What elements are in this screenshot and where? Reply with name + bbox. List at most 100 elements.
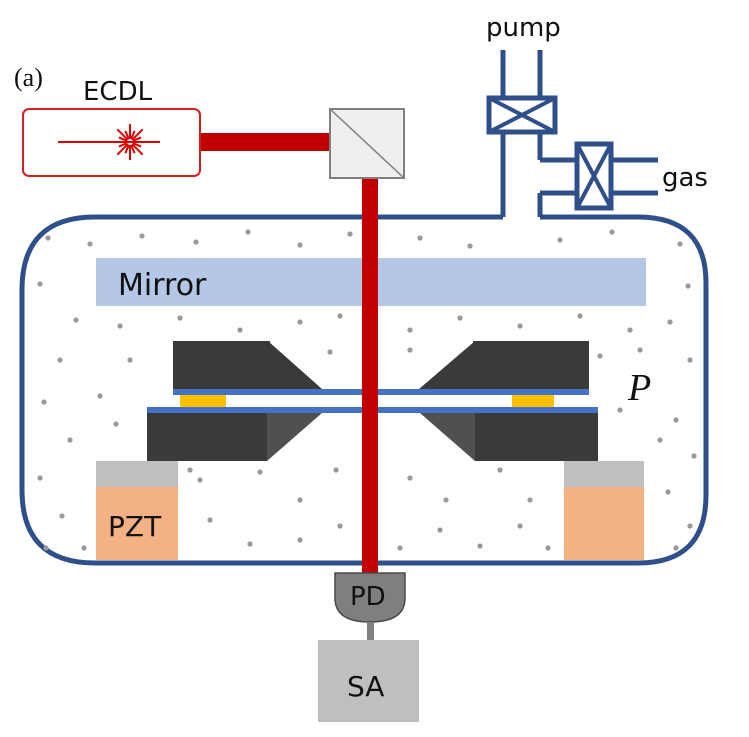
gas-particle <box>337 523 343 529</box>
gas-particle <box>667 319 673 325</box>
laser-burst-ray <box>118 142 128 148</box>
gas-particle <box>407 347 413 353</box>
gas-particle <box>43 545 49 551</box>
gas-particle <box>45 235 51 241</box>
gas-particle <box>257 469 263 475</box>
gas-particle <box>577 313 583 319</box>
laser-burst-ray <box>132 136 142 142</box>
lower-right-clamp-taper <box>420 413 475 461</box>
pump-label: pump <box>486 13 561 43</box>
gas-particle <box>297 242 303 248</box>
gas-particle <box>297 497 303 503</box>
mirror-label: Mirror <box>118 268 207 303</box>
gas-particle <box>517 523 523 529</box>
laser-burst-ray <box>116 143 129 156</box>
pressure-label: P <box>627 367 651 409</box>
gas-particle <box>673 545 679 551</box>
gas-particle <box>665 489 671 495</box>
gas-particle <box>59 513 65 519</box>
laser-burst-ray <box>132 142 142 148</box>
spectrum-analyzer <box>318 640 419 722</box>
gas-particle <box>437 527 443 533</box>
lower-left-clamp-taper <box>267 413 322 461</box>
gas-particle <box>97 393 103 399</box>
laser-burst-ray <box>131 143 144 156</box>
vacuum-chamber <box>19 214 709 566</box>
gas-valve-icon[interactable] <box>574 141 614 211</box>
gas-label: gas <box>662 163 708 193</box>
gas-particle <box>139 233 145 239</box>
pd-label: PD <box>350 582 386 612</box>
gas-particle <box>545 545 551 551</box>
gas-particle <box>327 349 333 355</box>
gas-particle <box>207 517 213 523</box>
ecdl-label: ECDL <box>83 77 153 107</box>
laser-beam-vertical <box>362 178 378 573</box>
gas-particle <box>497 467 503 473</box>
membrane-clamp <box>147 341 598 461</box>
pzt-right-body <box>564 487 644 560</box>
gas-particle <box>81 545 87 551</box>
gas-particle <box>127 357 133 363</box>
spacer-right <box>512 395 554 407</box>
beam-splitter <box>329 108 405 179</box>
pzt-right-cap <box>564 461 644 487</box>
pzt-left-cap <box>96 461 178 487</box>
lower-left-clamp <box>147 413 267 461</box>
gas-particle <box>247 541 253 547</box>
gas-particle <box>617 407 623 413</box>
pzt-label: PZT <box>108 510 162 543</box>
gas-particle <box>397 545 403 551</box>
laser-burst-icon <box>58 124 160 160</box>
laser-burst-ray <box>124 130 130 140</box>
spacer-left <box>180 395 226 407</box>
gas-particle <box>443 497 449 503</box>
laser-burst-ray <box>131 128 144 141</box>
gas-particle <box>457 315 463 321</box>
gas-particle <box>87 241 93 247</box>
laser-beam-horizontal <box>200 133 330 151</box>
gas-particle <box>557 237 563 243</box>
gas-particle <box>691 453 697 459</box>
gas-particle <box>407 475 413 481</box>
gas-particle <box>177 315 183 321</box>
photodetector <box>334 572 406 640</box>
gas-particle <box>407 327 413 333</box>
gas-particle <box>73 317 79 323</box>
gas-particle <box>297 319 303 325</box>
pump-valve-icon[interactable] <box>486 95 558 135</box>
lower-right-clamp <box>475 413 598 461</box>
gas-particle <box>627 327 633 333</box>
gas-particles <box>37 229 697 551</box>
gas-particle <box>237 327 243 333</box>
gas-particle <box>673 417 679 423</box>
pzt-left <box>96 461 178 560</box>
gas-particle <box>609 229 615 235</box>
gas-particle <box>597 353 603 359</box>
gas-particle <box>637 347 643 353</box>
pzt-right <box>564 461 644 560</box>
gas-particle <box>677 241 683 247</box>
gas-particle <box>687 523 693 529</box>
upper-right-clamp <box>473 341 589 389</box>
gas-particle <box>685 283 691 289</box>
panel-label: (a) <box>14 63 43 92</box>
gas-particle <box>67 437 73 443</box>
upper-right-clamp-taper <box>419 341 475 389</box>
gas-particle <box>57 357 63 363</box>
gas-particle <box>187 467 193 473</box>
gas-particle <box>687 357 693 363</box>
gas-particle <box>467 243 473 249</box>
gas-particle <box>527 497 533 503</box>
gas-particle <box>37 281 43 287</box>
sa-label: SA <box>347 670 384 703</box>
upper-left-clamp-taper <box>268 341 322 389</box>
gas-particle <box>297 537 303 543</box>
upper-left-clamp <box>173 341 270 389</box>
upper-membrane <box>173 389 589 395</box>
gas-particle <box>197 477 203 483</box>
laser-burst-ray <box>130 130 136 140</box>
gas-particle <box>337 313 343 319</box>
gas-particle <box>347 231 353 237</box>
